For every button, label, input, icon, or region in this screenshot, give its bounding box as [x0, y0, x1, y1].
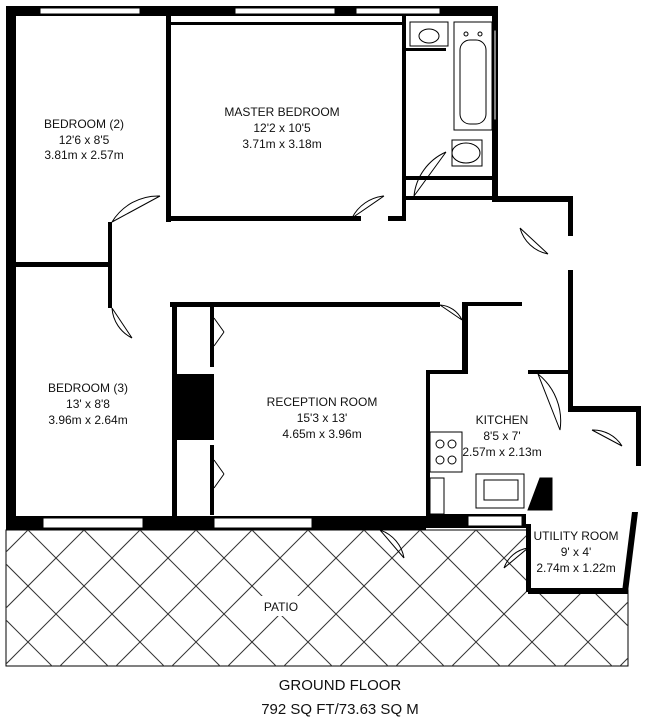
utility-name: UTILITY ROOM	[533, 529, 618, 543]
floor-caption: GROUND FLOOR	[279, 677, 402, 694]
footer: GROUND FLOOR 792 SQ FT/73.63 SQ M	[261, 677, 419, 718]
patio-hatch-line	[251, 530, 393, 666]
utility-dim-metric: 2.74m x 1.22m	[536, 561, 615, 575]
bedroom2-name: BEDROOM (2)	[44, 117, 124, 131]
bathtub-icon	[453, 21, 493, 131]
patio-hatch-line	[27, 530, 169, 666]
patio-hatch-line	[6, 530, 113, 666]
patio-hatch-line	[111, 530, 253, 666]
patio-hatch-line	[167, 530, 309, 666]
patio-hatch-line	[279, 530, 421, 666]
master-bedroom-dim-metric: 3.71m x 3.18m	[242, 137, 321, 151]
master-bedroom-dim-imperial: 12'2 x 10'5	[253, 121, 311, 135]
doors	[111, 151, 623, 569]
toilet-icon	[451, 139, 483, 167]
bedroom2-dim-imperial: 12'6 x 8'5	[59, 133, 110, 147]
patio-hatch-line	[419, 530, 561, 666]
patio-hatch-line	[6, 530, 141, 666]
kitchen-dim-imperial: 8'5 x 7'	[483, 429, 520, 443]
kitchen-dim-metric: 2.57m x 2.13m	[462, 445, 541, 459]
reception-dim-imperial: 15'3 x 13'	[297, 411, 348, 425]
reception-dim-metric: 4.65m x 3.96m	[282, 427, 361, 441]
patio-hatch-line	[644, 530, 648, 670]
patio-hatch-line	[335, 530, 477, 666]
reception-name: RECEPTION ROOM	[267, 395, 378, 409]
patio-hatch-line	[587, 530, 628, 666]
basin-icon	[409, 21, 449, 47]
patio-hatch-line	[6, 530, 85, 666]
hob-icon	[429, 431, 463, 473]
windows	[39, 7, 523, 529]
bathroom-fixtures	[409, 21, 493, 167]
patio-hatch-line	[391, 530, 533, 666]
bedroom2-dim-metric: 3.81m x 2.57m	[44, 148, 123, 162]
interior-walls	[16, 16, 568, 518]
utility-dim-imperial: 9' x 4'	[561, 545, 592, 559]
patio-area	[5, 529, 648, 670]
bedroom3-dim-imperial: 13' x 8'8	[66, 397, 110, 411]
patio-hatch-line	[83, 530, 225, 666]
patio-hatch-line	[363, 530, 505, 666]
sink-icon	[475, 473, 525, 509]
patio-hatch-line	[475, 530, 617, 666]
bedroom3-dim-metric: 3.96m x 2.64m	[48, 413, 127, 427]
area-caption: 792 SQ FT/73.63 SQ M	[261, 701, 419, 718]
room-labels: BEDROOM (2) 12'6 x 8'5 3.81m x 2.57m MAS…	[44, 105, 619, 616]
master-bedroom-name: MASTER BEDROOM	[224, 105, 339, 119]
kitchen-fixtures	[429, 431, 553, 515]
patio-hatch-line	[55, 530, 197, 666]
bedroom3-name: BEDROOM (3)	[48, 381, 128, 395]
patio-hatch-line	[559, 530, 628, 666]
patio-name: PATIO	[264, 600, 298, 614]
patio-hatch-line	[307, 530, 449, 666]
kitchen-name: KITCHEN	[476, 413, 529, 427]
patio-hatch-line	[6, 530, 57, 666]
patio-hatch-line	[139, 530, 281, 666]
